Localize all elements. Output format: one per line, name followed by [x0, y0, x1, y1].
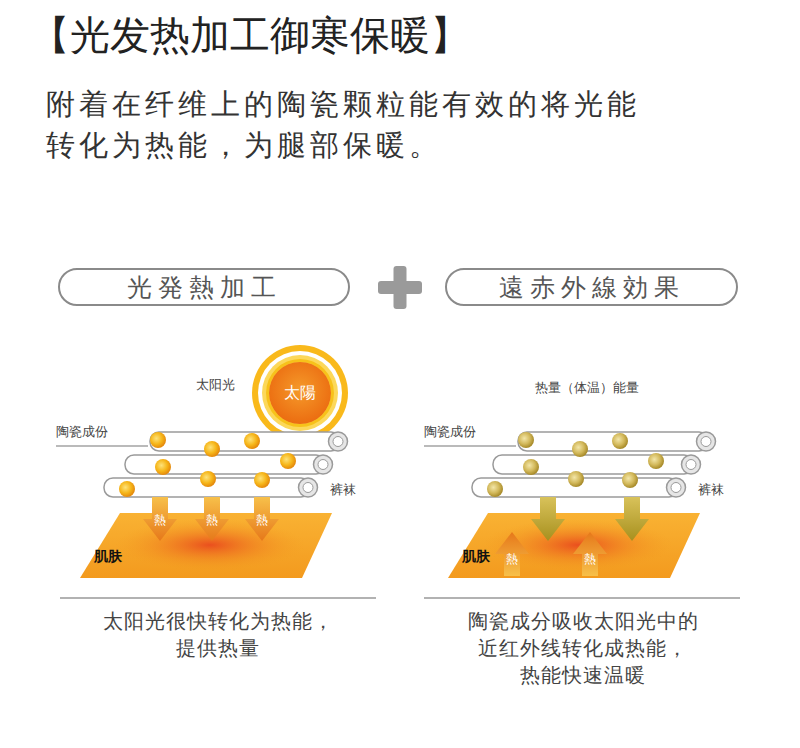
- part-label: 热量（体温）能量: [535, 380, 639, 396]
- ceramic-particles: [119, 432, 296, 497]
- heat-arrows: [143, 497, 279, 541]
- part-label: 裤袜: [698, 482, 724, 498]
- skin-surface: [80, 513, 332, 578]
- intro-text: 附着在纤维上的陶瓷颗粒能有效的将光能 转化为热能，为腿部保暖。: [46, 84, 706, 165]
- pill-label: 遠赤外線効果: [499, 271, 685, 304]
- skin-surface: [448, 513, 700, 578]
- title: 【光发热加工御寒保暖】: [30, 8, 470, 63]
- sun-circle: 太陽: [269, 362, 331, 424]
- leader-line: [424, 445, 516, 446]
- heat-label: 熱: [584, 552, 596, 566]
- part-label: 陶瓷成份: [424, 424, 476, 440]
- part-label: 肌肤: [462, 548, 490, 565]
- panel-caption: 太阳光很快转化为热能， 提供热量: [88, 608, 348, 662]
- fiber-tubes: [104, 432, 348, 497]
- sun-label: 太陽: [284, 383, 316, 404]
- plus-sign: [378, 266, 422, 309]
- heat-label: 熱: [506, 552, 518, 566]
- heat-label: 熱: [206, 513, 218, 527]
- part-label: 太阳光: [196, 377, 235, 393]
- heat-arrows-up: [495, 532, 607, 576]
- part-label: 肌肤: [94, 548, 122, 565]
- label-pill: 光発熱加工: [58, 268, 350, 306]
- heat-label: 熱: [154, 513, 166, 527]
- leader-line: [56, 445, 148, 446]
- fiber-tubes: [472, 432, 716, 497]
- part-label: 裤袜: [330, 482, 356, 498]
- pill-label: 光発熱加工: [127, 271, 282, 304]
- ceramic-particles: [487, 432, 664, 497]
- heat-label: 熱: [256, 513, 268, 527]
- sun-rings: [252, 345, 348, 441]
- label-pill: 遠赤外線効果: [445, 268, 738, 306]
- divider-line: [424, 597, 740, 599]
- panel-caption: 陶瓷成分吸收太阳光中的 近红外线转化成热能， 热能快速温暖: [438, 608, 728, 689]
- part-label: 陶瓷成份: [56, 424, 108, 440]
- divider-line: [60, 597, 376, 599]
